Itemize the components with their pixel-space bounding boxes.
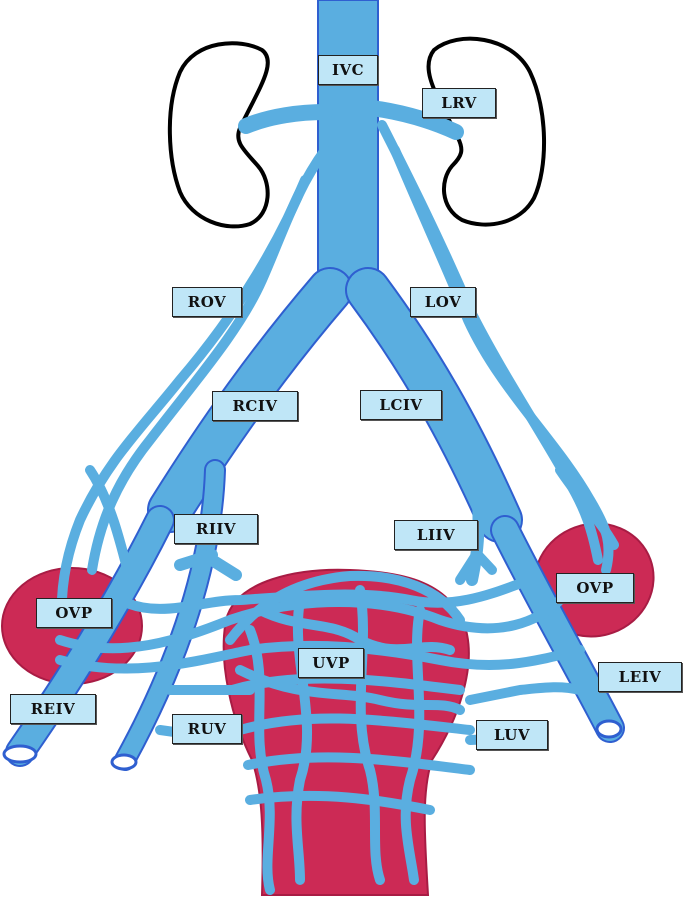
label-lrv: LRV	[422, 88, 496, 118]
left-external-iliac-vessel-fill	[492, 517, 623, 741]
right-external-iliac-vessel-fill	[7, 507, 173, 765]
label-lciv: LCIV	[360, 390, 442, 420]
left-internal-iliac-branches	[455, 550, 497, 585]
label-leiv: LEIV	[598, 662, 682, 692]
right-internal-iliac-end	[110, 753, 138, 771]
label-ivc: IVC	[318, 55, 378, 85]
label-riiv: RIIV	[174, 514, 258, 544]
right-kidney-outline	[167, 41, 270, 229]
left-renal-vein	[364, 100, 464, 140]
right-renal-vein	[238, 104, 333, 134]
label-ovp-right: OVP	[36, 598, 112, 628]
label-ruv: RUV	[172, 714, 242, 744]
label-luv: LUV	[476, 720, 548, 750]
pelvic-venous-plexus	[55, 570, 585, 895]
label-lov: LOV	[410, 287, 476, 317]
right-internal-iliac-vessel-fill	[116, 461, 224, 769]
label-rov: ROV	[172, 287, 242, 317]
ovarian-veins	[56, 120, 619, 625]
label-uvp: UVP	[298, 648, 364, 678]
right-internal-iliac-branches	[174, 549, 242, 581]
left-external-iliac-end	[595, 719, 623, 739]
left-kidney-outline	[426, 36, 546, 227]
right-external-iliac-end	[2, 744, 38, 764]
label-rciv: RCIV	[212, 391, 298, 421]
label-reiv: REIV	[10, 694, 96, 724]
label-ovp-left: OVP	[556, 573, 634, 603]
label-liiv: LIIV	[394, 520, 478, 550]
